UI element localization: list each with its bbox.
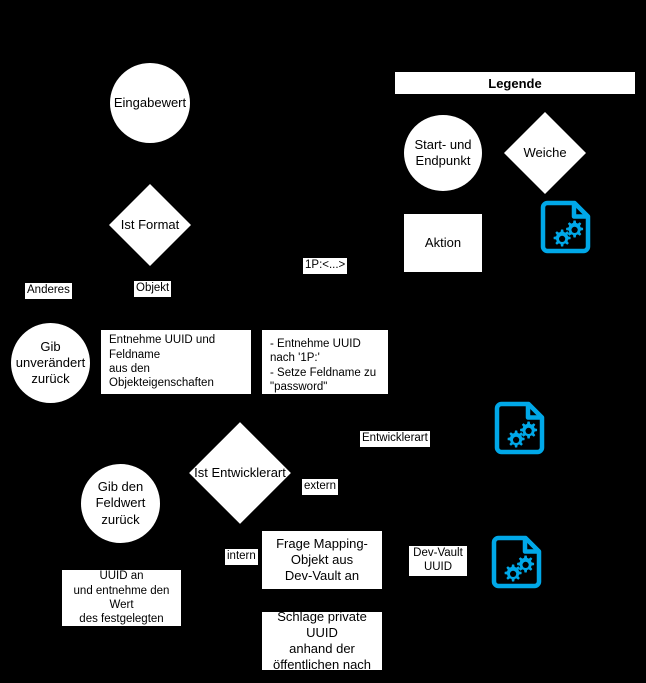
legend-item-endpoint: Start- und Endpunkt <box>404 115 482 191</box>
node-gib-unveraendert-zurueck[interactable]: Gib unverändert zurück <box>11 323 90 403</box>
node-entnehme-uuid-1p[interactable]: - Entnehme UUID nach '1P:' - Setze Feldn… <box>262 330 388 394</box>
edge-label-objekt: Objekt <box>134 281 172 297</box>
edge-label-dev-vault-uuid: Dev-Vault UUID <box>409 546 467 576</box>
node-eingabewert[interactable]: Eingabewert <box>110 63 190 143</box>
node-entnehme-uuid-objekt[interactable]: Entnehme UUID und Feldname aus den Objek… <box>101 330 251 394</box>
legend-item-action: Aktion <box>404 214 482 272</box>
node-ist-entwicklerart-label: Ist Entwicklerart <box>194 464 286 480</box>
legend-item-decision-label: Weiche <box>523 144 567 160</box>
node-frage-eintrag-uuid[interactable]: Frage Eintrag mit UUID an und entnehme d… <box>62 556 181 640</box>
edge-label-extern: extern <box>302 479 338 495</box>
node-frage-mapping-objekt[interactable]: Frage Mapping- Objekt aus Dev-Vault an <box>262 531 382 589</box>
node-ist-entwicklerart[interactable]: Ist Entwicklerart <box>189 422 291 524</box>
gear-document-icon <box>488 535 542 589</box>
legend-item-gear-document-icon <box>537 200 591 254</box>
node-ist-format-label: Ist Format <box>120 216 180 232</box>
node-gib-den-feldwert-zurueck[interactable]: Gib den Feldwert zurück <box>81 464 160 543</box>
gear-document-icon <box>491 401 545 455</box>
legend-title-bar: Legende <box>395 72 635 94</box>
edge-label-onepassword: 1P:<...> <box>303 258 348 274</box>
node-schlage-private-uuid[interactable]: Schlage private UUID anhand der öffentli… <box>262 609 382 672</box>
legend-item-decision: Weiche <box>503 111 587 195</box>
edge-label-anderes: Anderes <box>25 283 72 299</box>
edge-label-entwicklerart: Entwicklerart <box>360 431 430 447</box>
node-ist-format[interactable]: Ist Format <box>108 183 192 267</box>
edge-label-intern: intern <box>225 549 258 565</box>
